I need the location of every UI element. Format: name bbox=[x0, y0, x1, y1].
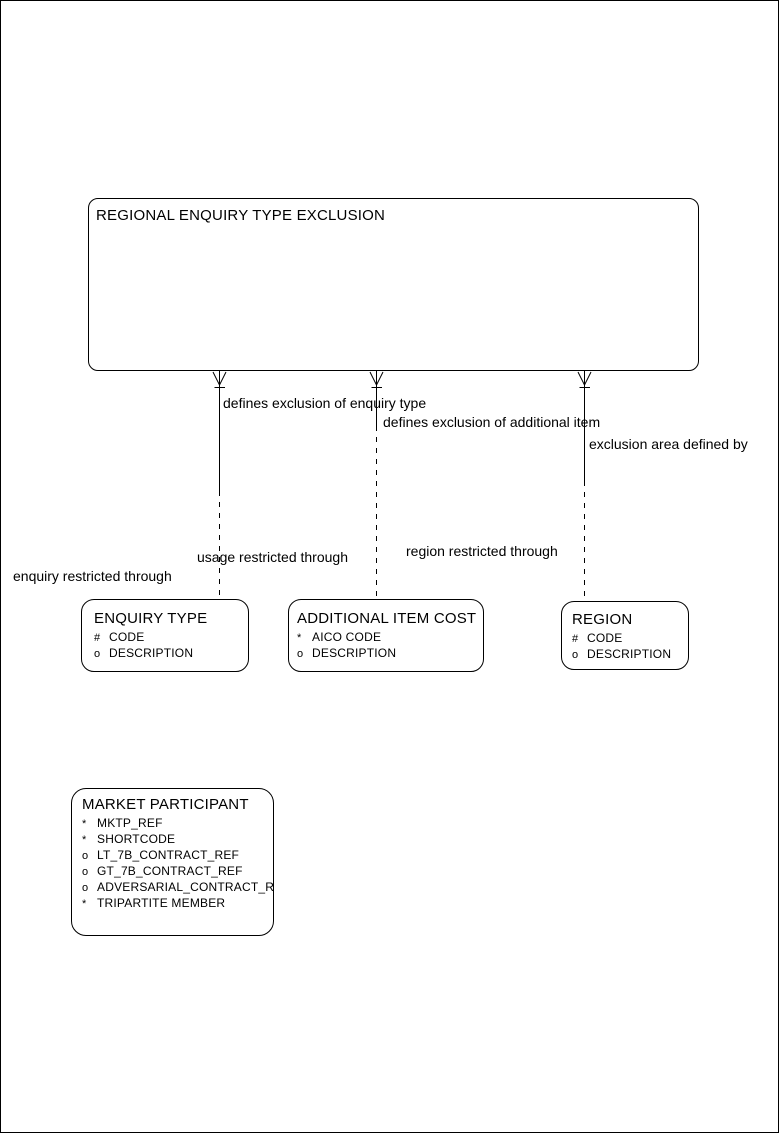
attribute-row: # CODE bbox=[94, 630, 248, 646]
attribute-marker: * bbox=[82, 834, 87, 846]
attribute-name: LT_7B_CONTRACT_REF bbox=[97, 848, 240, 862]
attribute-name: CODE bbox=[109, 630, 145, 644]
attribute-row: * MKTP_REF bbox=[82, 816, 273, 832]
attribute-row: # CODE bbox=[572, 631, 688, 647]
relationship-label-defines-exclusion-of-additional-item: defines exclusion of additional item bbox=[383, 414, 601, 430]
crow-foot-icon bbox=[577, 371, 592, 386]
attribute-marker: # bbox=[572, 633, 579, 645]
entity-title: MARKET PARTICIPANT bbox=[82, 796, 249, 813]
attribute-row: o GT_7B_CONTRACT_REF bbox=[82, 864, 273, 880]
attribute-row: o DESCRIPTION bbox=[572, 647, 688, 663]
attribute-name: TRIPARTITE MEMBER bbox=[97, 896, 226, 910]
relationship-label-defines-exclusion-of-enquiry-type: defines exclusion of enquiry type bbox=[223, 395, 427, 411]
attribute-name: ADVERSARIAL_CONTRACT_REF bbox=[97, 880, 274, 894]
attribute-name: SHORTCODE bbox=[97, 832, 176, 846]
attribute-marker: o bbox=[82, 882, 89, 894]
entity-title: REGIONAL ENQUIRY TYPE EXCLUSION bbox=[96, 207, 386, 224]
attribute-row: o LT_7B_CONTRACT_REF bbox=[82, 848, 273, 864]
crow-foot-icon bbox=[212, 371, 227, 386]
attribute-marker: o bbox=[297, 648, 304, 660]
attribute-row: o ADVERSARIAL_CONTRACT_REF bbox=[82, 880, 273, 896]
attribute-name: AICO CODE bbox=[312, 630, 382, 644]
attribute-marker: * bbox=[82, 818, 87, 830]
relationship-label-region-restricted-through: region restricted through bbox=[406, 543, 558, 559]
entity-enquiry-type[interactable]: ENQUIRY TYPE # CODE o DESCRIPTION bbox=[81, 599, 249, 672]
relationship-label-usage-restricted-through: usage restricted through bbox=[197, 549, 348, 565]
attribute-marker: * bbox=[82, 898, 87, 910]
relationship-label-exclusion-area-defined-by: exclusion area defined by bbox=[589, 436, 748, 452]
attribute-name: GT_7B_CONTRACT_REF bbox=[97, 864, 243, 878]
entity-regional-enquiry-type-exclusion[interactable]: REGIONAL ENQUIRY TYPE EXCLUSION bbox=[88, 198, 699, 371]
entity-title: ENQUIRY TYPE bbox=[94, 610, 208, 627]
attribute-row: * TRIPARTITE MEMBER bbox=[82, 896, 273, 912]
relationship-line-region bbox=[577, 371, 592, 601]
attribute-row: * SHORTCODE bbox=[82, 832, 273, 848]
attribute-marker: o bbox=[572, 649, 579, 661]
entity-title: ADDITIONAL ITEM COST bbox=[297, 610, 477, 627]
attribute-name: DESCRIPTION bbox=[587, 647, 672, 661]
attribute-marker: o bbox=[82, 850, 89, 862]
attribute-row: * AICO CODE bbox=[297, 630, 483, 646]
attribute-name: DESCRIPTION bbox=[109, 646, 194, 660]
attribute-name: DESCRIPTION bbox=[312, 646, 397, 660]
entity-region[interactable]: REGION # CODE o DESCRIPTION bbox=[561, 601, 689, 670]
attribute-row: o DESCRIPTION bbox=[94, 646, 248, 662]
entity-title: REGION bbox=[572, 611, 633, 628]
attribute-marker: * bbox=[297, 632, 302, 644]
attribute-marker: # bbox=[94, 632, 101, 644]
attribute-marker: o bbox=[82, 866, 89, 878]
attribute-marker: o bbox=[94, 648, 101, 660]
entity-market-participant[interactable]: MARKET PARTICIPANT *MKTP_REF *SHORTCODE … bbox=[71, 788, 274, 936]
crow-foot-icon bbox=[369, 371, 384, 386]
entity-additional-item-cost[interactable]: ADDITIONAL ITEM COST * AICO CODE o DESCRIP… bbox=[288, 599, 484, 672]
relationship-label-enquiry-restricted-through: enquiry restricted through bbox=[13, 568, 172, 584]
attribute-name: CODE bbox=[587, 631, 623, 645]
attribute-name: MKTP_REF bbox=[97, 816, 163, 830]
attribute-row: o DESCRIPTION bbox=[297, 646, 483, 662]
